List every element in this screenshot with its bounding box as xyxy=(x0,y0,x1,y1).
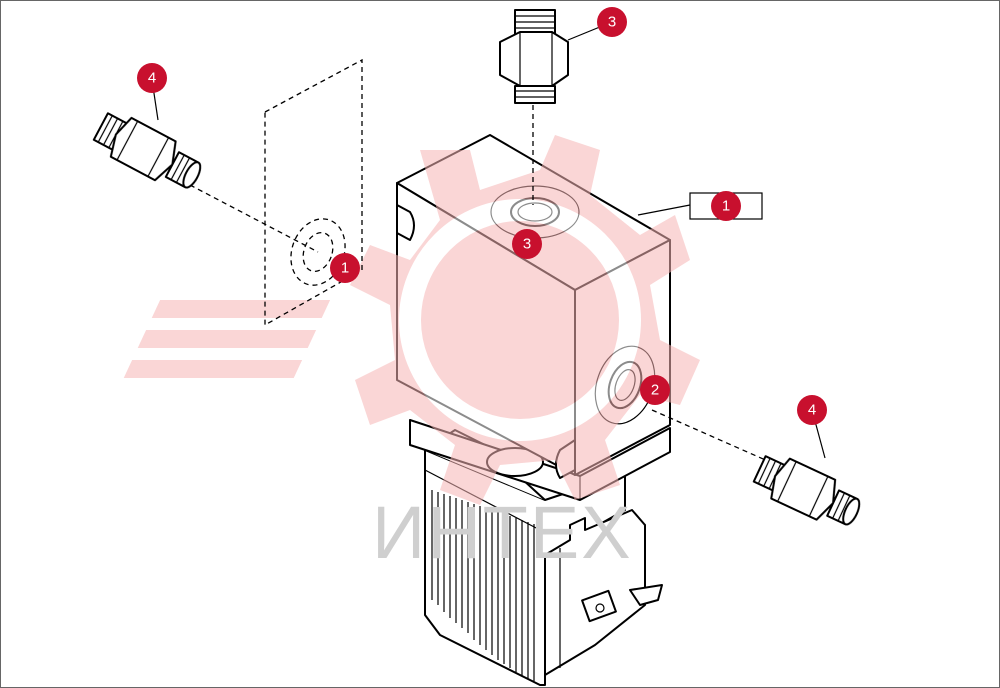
fitting-left xyxy=(92,112,202,189)
svg-text:3: 3 xyxy=(608,14,616,31)
callout-1-box[interactable]: 1 xyxy=(711,191,741,221)
fitting-top xyxy=(499,9,569,104)
svg-text:4: 4 xyxy=(808,402,816,419)
fitting-right xyxy=(752,455,861,526)
callout-4-right[interactable]: 4 xyxy=(797,395,827,425)
terminal-clip xyxy=(581,589,617,623)
svg-text:4: 4 xyxy=(148,70,156,87)
svg-text:1: 1 xyxy=(722,198,730,215)
watermark-logo xyxy=(123,135,700,505)
svg-text:1: 1 xyxy=(341,260,349,277)
callout-1-seal[interactable]: 1 xyxy=(330,253,360,283)
solenoid-coil xyxy=(424,429,663,686)
callout-4-left[interactable]: 4 xyxy=(137,63,167,93)
svg-text:2: 2 xyxy=(651,382,659,399)
watermark-text: ИНТЕХ xyxy=(372,491,633,574)
callout-3-top[interactable]: 3 xyxy=(597,7,627,37)
callout-3-port[interactable]: 3 xyxy=(512,229,542,259)
callout-2-port[interactable]: 2 xyxy=(640,375,670,405)
svg-text:3: 3 xyxy=(523,236,531,253)
